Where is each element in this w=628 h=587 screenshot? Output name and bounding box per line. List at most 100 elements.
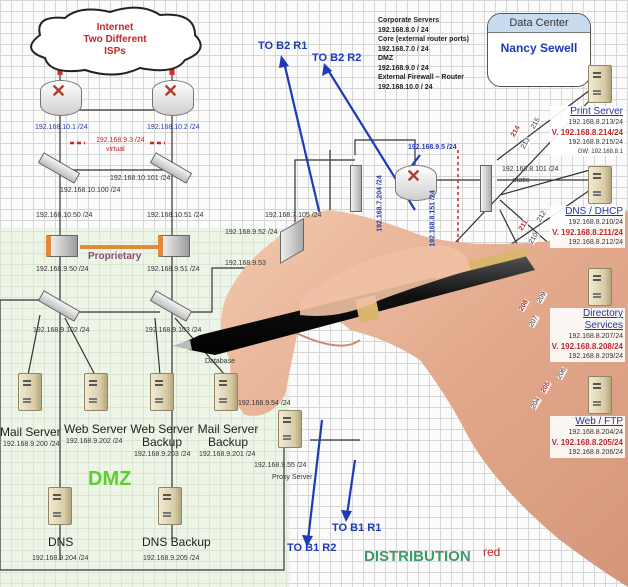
internet-cloud-label: Internet Two Different ISPs bbox=[70, 22, 160, 58]
core-ip-7-105: 192.168.7.105 /24 bbox=[265, 212, 322, 219]
directory-services-name[interactable]: Directory Services bbox=[582, 308, 623, 331]
to-b1-r1-label: TO B1 R1 bbox=[332, 522, 382, 534]
mail-server-backup-icon[interactable] bbox=[214, 373, 238, 411]
subnet-legend: Corporate Servers 192.168.8.0 / 24 Core … bbox=[378, 16, 469, 92]
core-ip-7-204: 192.168.7.204 /24 bbox=[376, 175, 384, 232]
edge-router-1-icon[interactable] bbox=[40, 80, 82, 116]
data-center-box: Data Center Nancy Sewell bbox=[487, 13, 591, 87]
print-server-gw: GW: 192.168.8.1 bbox=[577, 149, 623, 155]
legend-item: DMZ bbox=[378, 55, 394, 62]
web-ftp-name[interactable]: Web / FTP bbox=[575, 416, 623, 427]
print-server-name[interactable]: Print Server bbox=[570, 106, 623, 117]
legend-item: 192.168.7.0 / 24 bbox=[378, 45, 429, 53]
firewall-2-icon[interactable] bbox=[158, 235, 190, 257]
core-ip-9-52: 192.168.9.52 /24 bbox=[225, 229, 278, 236]
dns-dhcp-ip1: 192.168.8.210/24 bbox=[568, 219, 624, 226]
router1-ip: 192.168.10.1 /24 bbox=[35, 124, 88, 131]
isp-label: Two Different bbox=[83, 34, 147, 45]
mail-server-ip: 192.168.9.200 /24 bbox=[3, 441, 60, 448]
dmz-switch1-ip: 192.168.9.102 /24 bbox=[33, 327, 90, 334]
core-ip-9-53: 192.168.9.53 bbox=[225, 260, 266, 267]
dmz-title: DMZ bbox=[88, 468, 132, 490]
dns-backup-name: DNS Backup bbox=[142, 535, 211, 549]
core-ip-9-55: 192.168.9.55 /24 bbox=[254, 462, 307, 469]
web-server-backup-ip: 192.168.9.203 /24 bbox=[134, 451, 191, 458]
fw2-inner-ip: 192.168.9.51 /24 bbox=[147, 266, 200, 273]
mail-server-backup-name: Mail Server Backup bbox=[197, 422, 259, 449]
print-server-icon[interactable] bbox=[588, 65, 612, 103]
dns-dhcp-name[interactable]: DNS / DHCP bbox=[565, 206, 623, 217]
database-label: Database bbox=[205, 358, 235, 365]
legend-item: 192.168.9.0 / 24 bbox=[378, 64, 429, 72]
dns-dhcp-vip: V. 192.168.8.211/24 bbox=[552, 228, 623, 237]
legend-item: Corporate Servers bbox=[378, 17, 440, 24]
virtual-ip: 192.168.9.3 /24 bbox=[96, 137, 145, 144]
proxy-server-label: Proxy Server bbox=[272, 474, 313, 481]
internet-label: Internet bbox=[96, 22, 134, 33]
router2-ip: 192.168.10.2 /24 bbox=[147, 124, 200, 131]
dns-server-icon[interactable] bbox=[48, 487, 72, 525]
fw1-inner-ip: 192.168.9.50 /24 bbox=[36, 266, 89, 273]
dns-dhcp-icon[interactable] bbox=[588, 166, 612, 204]
print-server-ip2: 192.168.8.215/24 bbox=[568, 139, 624, 146]
proxy-server-icon[interactable] bbox=[278, 410, 302, 448]
to-b2-r1-label: TO B2 R1 bbox=[258, 40, 308, 52]
core-ip-8-151: 192.168.8.151 /24 bbox=[429, 190, 437, 247]
core-switch-2-icon[interactable] bbox=[480, 165, 492, 212]
directory-services-vip: V. 192.168.8.208/24 bbox=[551, 342, 623, 351]
legend-item: Core (external router ports) bbox=[378, 36, 470, 43]
core-switch-1-icon[interactable] bbox=[350, 165, 362, 212]
isps-label: ISPs bbox=[104, 46, 126, 57]
data-center-title: Data Center bbox=[488, 14, 590, 33]
dns-server-name: DNS bbox=[48, 535, 74, 549]
web-ftp-vip: V. 192.168.8.205/24 bbox=[551, 438, 623, 447]
switch1-ip: 192.168.10.100 /24 bbox=[60, 187, 121, 194]
to-b2-r2-label: TO B2 R2 bbox=[312, 52, 362, 64]
legend-item: 192.168.10.0 / 24 bbox=[378, 83, 433, 91]
print-server-info: Print Server 192.168.8.213/24 V. 192.168… bbox=[549, 106, 625, 156]
web-ftp-ip2: 192.168.8.206/24 bbox=[568, 449, 624, 456]
dns-dhcp-info: DNS / DHCP 192.168.8.210/24 V. 192.168.8… bbox=[550, 206, 625, 248]
static-label: static bbox=[513, 177, 530, 184]
proprietary-label: Proprietary bbox=[88, 251, 142, 262]
web-server-name: Web Server bbox=[64, 422, 128, 436]
red-note: red bbox=[483, 545, 501, 559]
dns-dhcp-ip2: 192.168.8.212/24 bbox=[568, 239, 624, 246]
legend-item: External Firewall – Router bbox=[378, 74, 464, 81]
virtual-label: virtual bbox=[106, 146, 125, 153]
core-ip-8-101: 192.168.8.101 /24 bbox=[502, 166, 559, 173]
fw2-outer-ip: 192.168.10.51 /24 bbox=[147, 212, 204, 219]
web-server-backup-icon[interactable] bbox=[150, 373, 174, 411]
directory-services-ip1: 192.168.8.207/24 bbox=[568, 333, 624, 340]
mail-server-icon[interactable] bbox=[18, 373, 42, 411]
web-ftp-icon[interactable] bbox=[588, 376, 612, 414]
data-center-owner: Nancy Sewell bbox=[500, 41, 578, 55]
print-server-ip1: 192.168.8.213/24 bbox=[568, 119, 624, 126]
legend-item: 192.168.8.0 / 24 bbox=[378, 26, 429, 34]
mail-server-name: Mail Server bbox=[0, 425, 61, 439]
firewall-1-icon[interactable] bbox=[46, 235, 78, 257]
edge-router-2-icon[interactable] bbox=[152, 80, 194, 116]
web-server-icon[interactable] bbox=[84, 373, 108, 411]
dmz-switch2-ip: 192.168.9.103 /24 bbox=[145, 327, 202, 334]
mail-server-backup-ip: 192.168.9.201 /24 bbox=[199, 451, 256, 458]
fw1-outer-ip: 192.168.10.50 /24 bbox=[36, 212, 93, 219]
directory-services-icon[interactable] bbox=[588, 268, 612, 306]
switch2-ip: 192.168.10.101 /24 bbox=[110, 175, 171, 182]
directory-services-info: Directory Services 192.168.8.207/24 V. 1… bbox=[549, 308, 625, 362]
web-server-backup-name: Web Server Backup bbox=[130, 422, 194, 449]
core-router-icon[interactable] bbox=[395, 165, 437, 201]
to-b1-r2-label: TO B1 R2 bbox=[287, 542, 337, 554]
dns-backup-ip: 192.168.9.205 /24 bbox=[143, 555, 200, 562]
web-ftp-ip1: 192.168.8.204/24 bbox=[568, 429, 624, 436]
dns-server-ip: 192.168.9.204 /24 bbox=[32, 555, 89, 562]
dns-backup-icon[interactable] bbox=[158, 487, 182, 525]
print-server-vip: V. 192.168.8.214/24 bbox=[551, 128, 623, 137]
distribution-label: DISTRIBUTION bbox=[364, 548, 471, 565]
core-ip-9-54: 192.168.9.54 /24 bbox=[238, 400, 291, 407]
web-ftp-info: Web / FTP 192.168.8.204/24 V. 192.168.8.… bbox=[549, 416, 625, 458]
core-router-ip: 192.168.9.5 /24 bbox=[408, 144, 457, 151]
web-server-ip: 192.168.9.202 /24 bbox=[66, 438, 123, 445]
